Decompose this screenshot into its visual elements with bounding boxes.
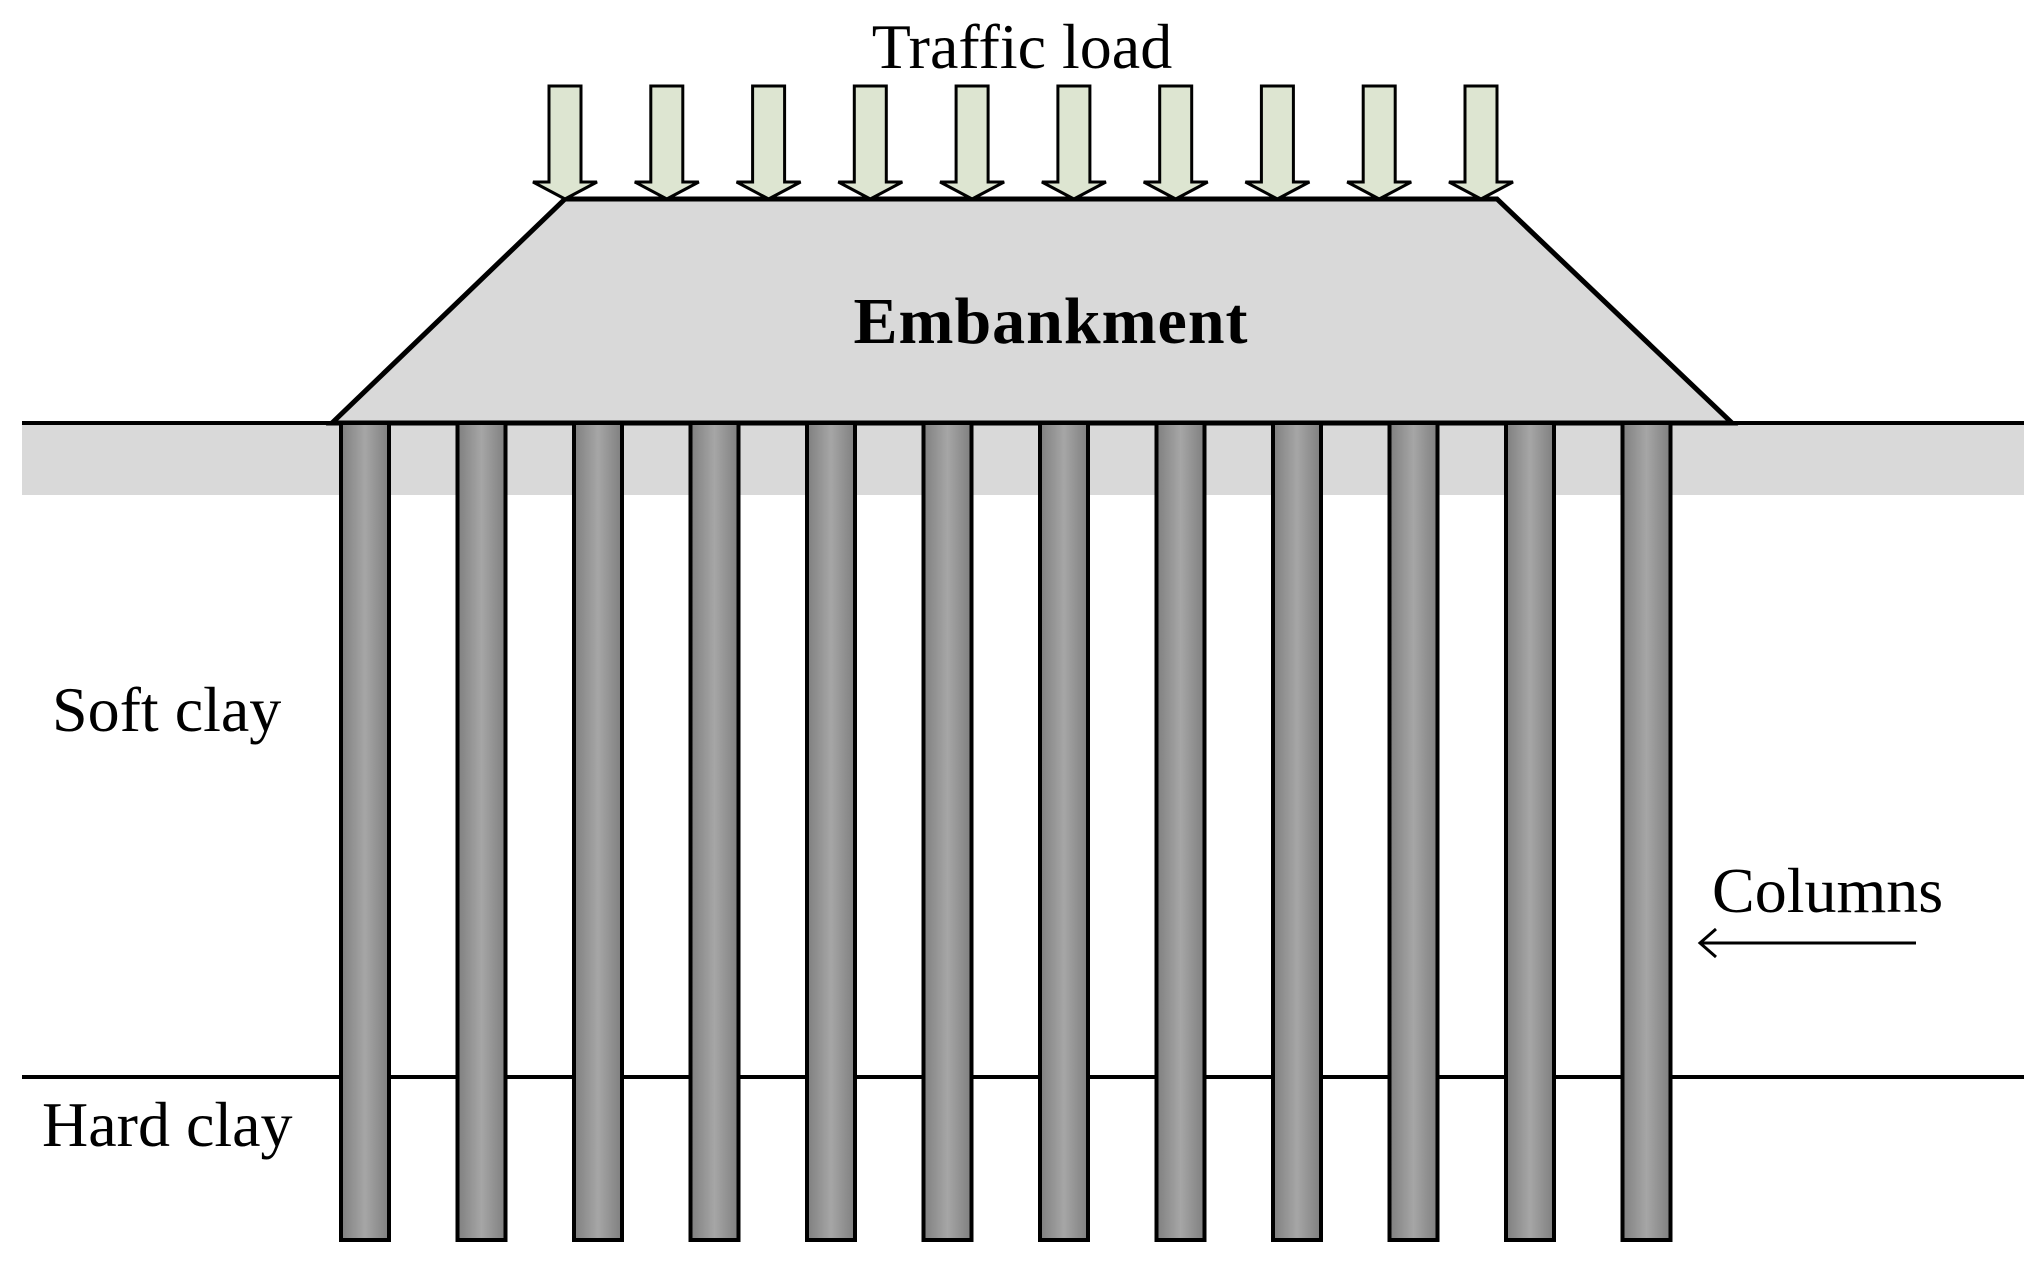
embankment-shape: [325, 196, 1739, 426]
load-arrow-9: [1346, 84, 1412, 201]
column-12: [1620, 421, 1673, 1242]
column-4: [688, 421, 741, 1242]
column-10: [1387, 421, 1440, 1242]
load-arrow-6: [1041, 84, 1107, 201]
column-6: [921, 421, 974, 1242]
load-arrow-1: [532, 84, 598, 201]
load-arrow-2: [634, 84, 700, 201]
load-arrow-7: [1142, 84, 1209, 201]
hard-clay-label: Hard clay: [42, 1089, 293, 1160]
column-7: [1038, 421, 1090, 1242]
columns-group: [339, 421, 1673, 1242]
embankment-label: Embankment: [853, 285, 1248, 358]
column-1: [339, 421, 391, 1242]
load-arrow-5: [939, 84, 1005, 201]
column-2: [455, 421, 508, 1242]
traffic-load-arrows: [532, 84, 1514, 201]
load-arrow-10: [1448, 84, 1514, 201]
column-5: [805, 421, 857, 1242]
traffic-load-label: Traffic load: [872, 11, 1172, 82]
column-11: [1504, 421, 1556, 1242]
columns-label: Columns: [1712, 855, 1943, 926]
load-arrow-3: [735, 84, 802, 201]
load-arrow-4: [837, 84, 904, 201]
soft-clay-label: Soft clay: [52, 674, 281, 745]
crust-layer: [22, 425, 2024, 495]
column-8: [1154, 421, 1207, 1242]
load-arrow-8: [1244, 84, 1311, 201]
column-3: [572, 421, 624, 1242]
column-9: [1271, 421, 1323, 1242]
columns-pointer-arrow: [1697, 927, 1916, 959]
